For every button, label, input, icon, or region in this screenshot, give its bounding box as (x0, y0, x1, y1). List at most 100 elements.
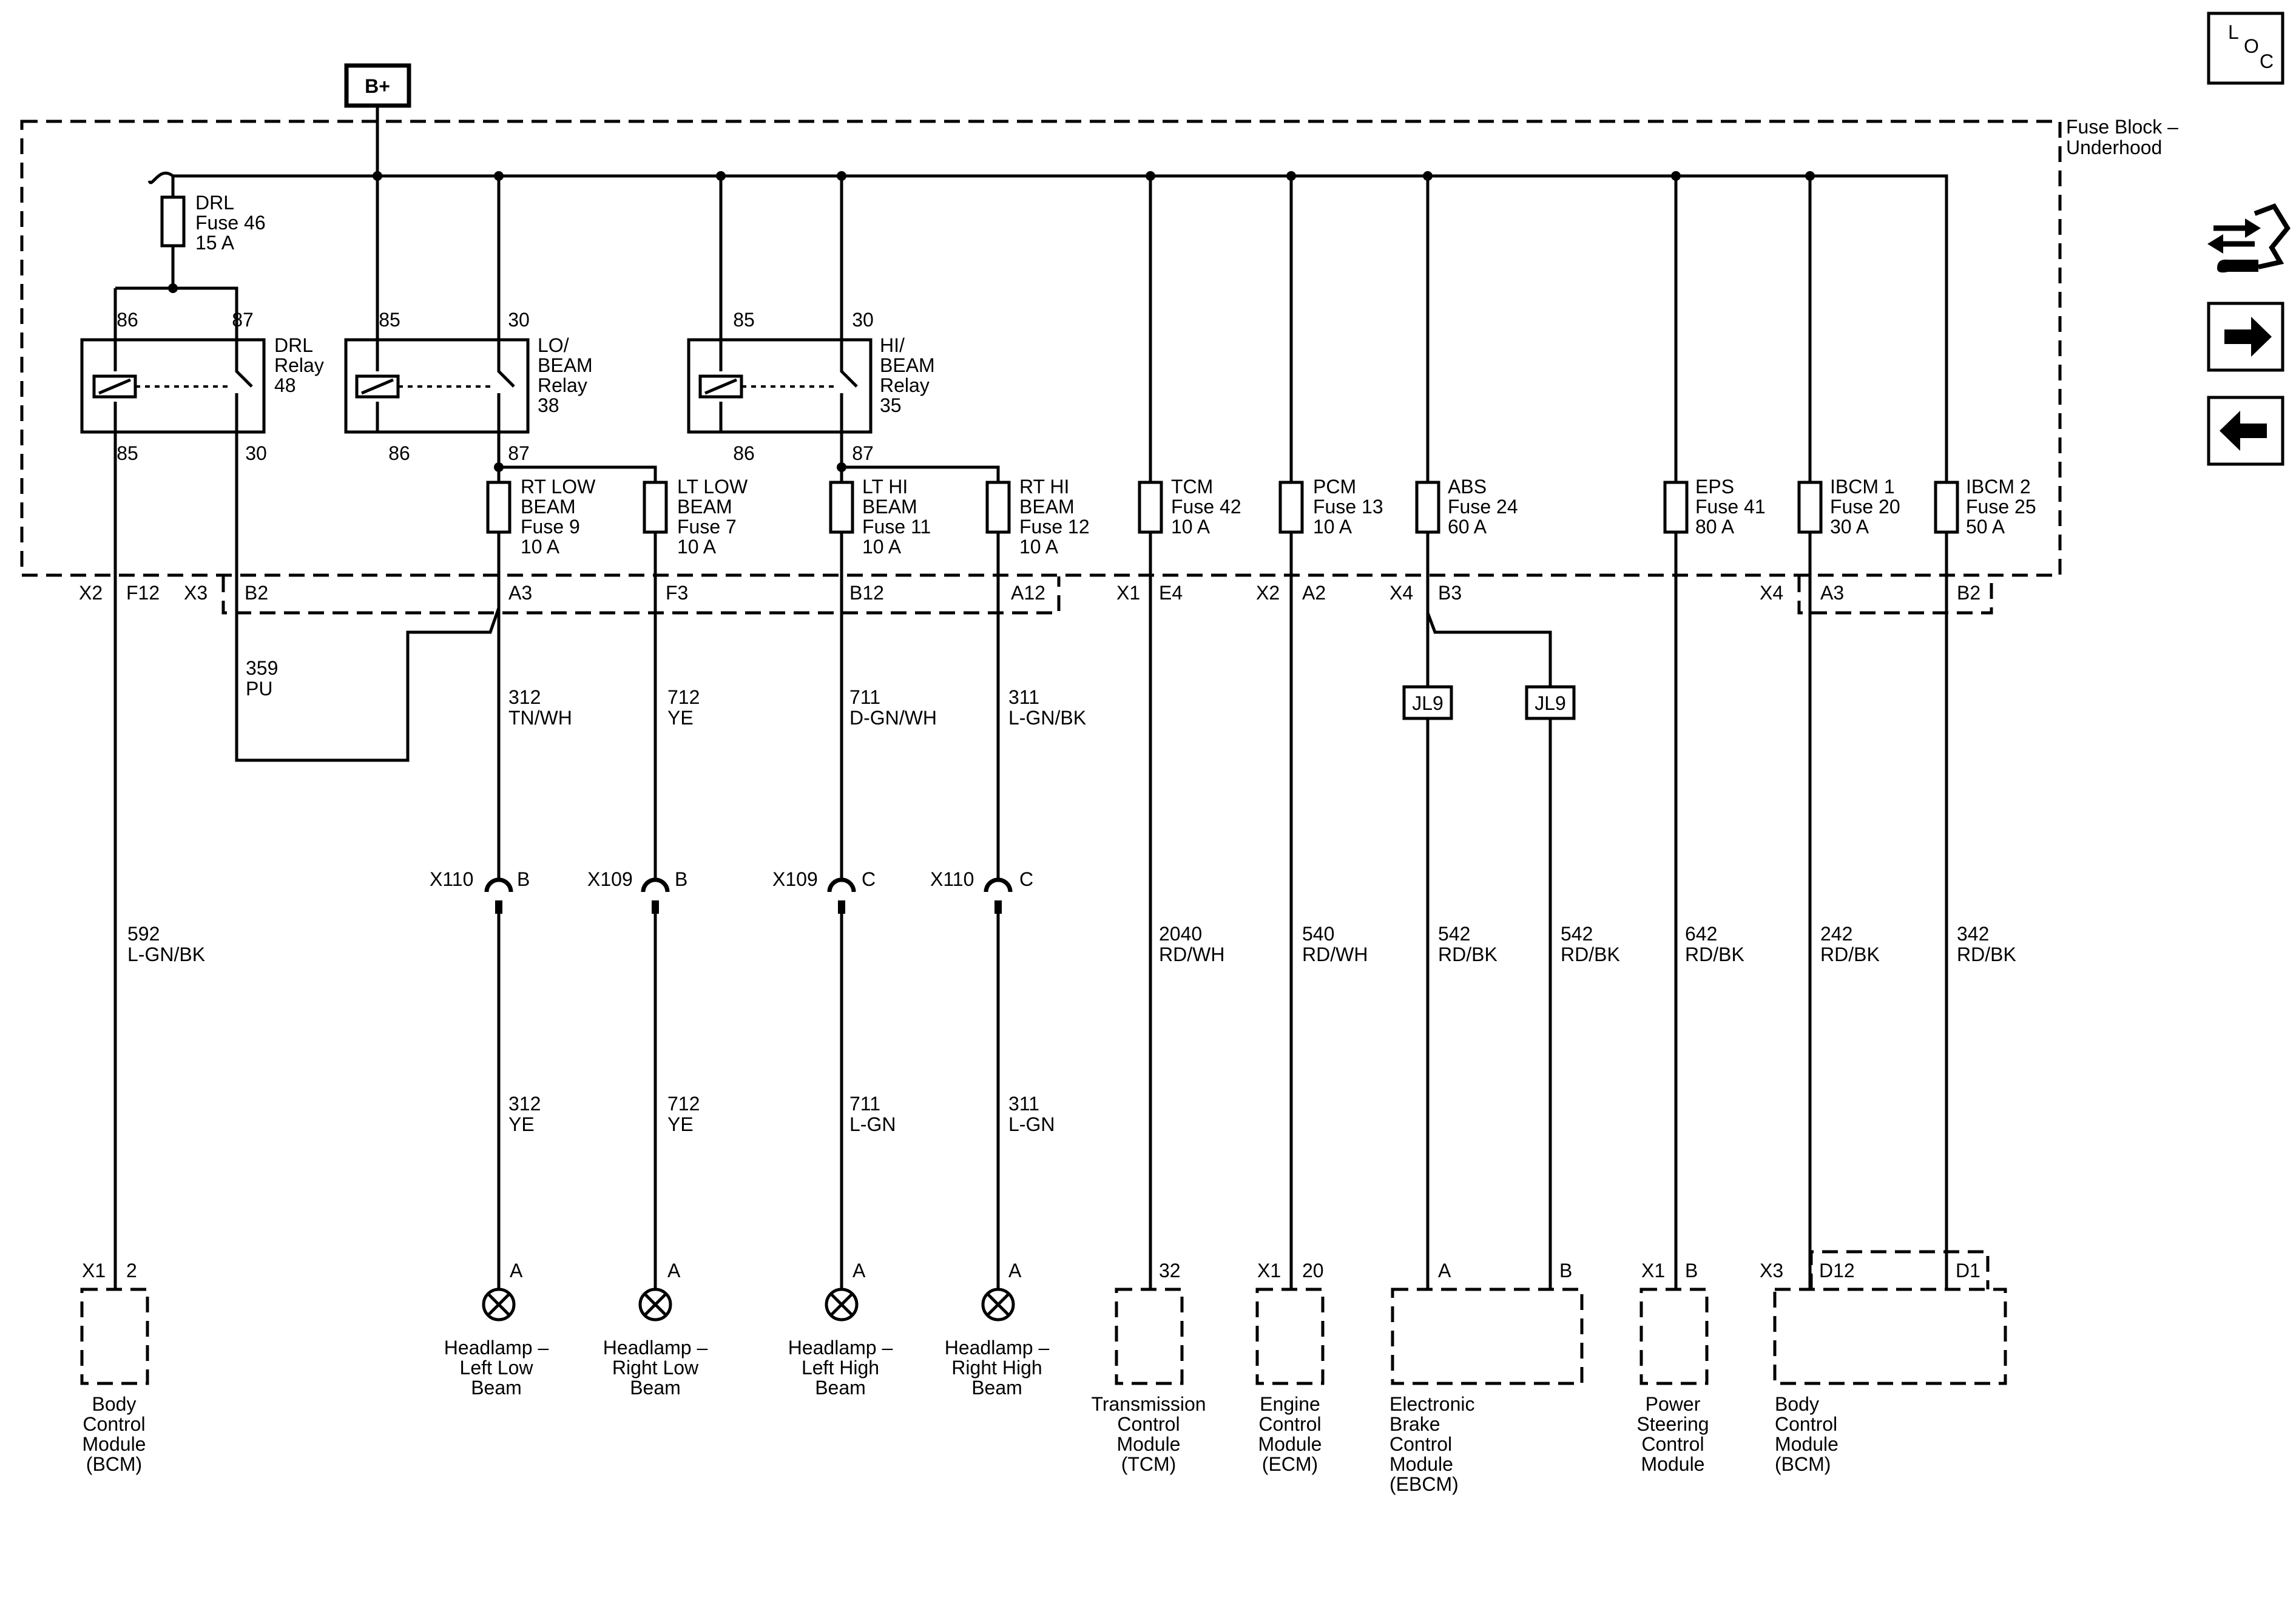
hi-relay-label: BEAM (880, 354, 935, 376)
splice-label: JL9 (1412, 692, 1443, 714)
lamp-pin: A (510, 1260, 523, 1281)
module-label: Control (1258, 1413, 1321, 1435)
module-connector: X1 (1641, 1260, 1665, 1281)
lamp-cross (829, 1292, 854, 1317)
drl-relay-label: DRL (274, 334, 313, 356)
fuse-label: RT HI (1019, 476, 1069, 498)
fuse-label: Fuse 42 (1171, 496, 1241, 518)
fuse-abs: ABS Fuse 24 60 A (1415, 476, 1518, 538)
fuse-label: Fuse 24 (1448, 496, 1518, 518)
module-label: Control (1775, 1413, 1837, 1435)
drl-relay-pin: 85 (116, 442, 138, 464)
hi-relay-label: 35 (880, 394, 902, 416)
schematic-diagnostic-icon[interactable] (2207, 203, 2291, 273)
fuse-label: 60 A (1448, 516, 1487, 538)
wrench-shape (2217, 259, 2258, 273)
fuse-label: 10 A (1171, 516, 1210, 538)
hi-relay-label: Relay (880, 374, 930, 396)
loc-button[interactable]: L O C (2207, 12, 2284, 85)
fuse-label: Fuse 12 (1019, 516, 1090, 538)
ebcm-module-outline (1391, 1288, 1584, 1385)
wire-label: 711 (849, 1093, 880, 1115)
connector-pin-label: B (675, 868, 687, 890)
splice-label: JL9 (1535, 692, 1566, 714)
fuse-label: 10 A (677, 536, 717, 558)
lo-relay-coil-mark (361, 378, 394, 395)
drl-relay-feed (115, 286, 238, 340)
lo-relay-label: Relay (538, 374, 587, 396)
module-label: Control (1389, 1433, 1452, 1455)
fuse-label: 10 A (1019, 536, 1059, 558)
module-label: Module (1258, 1433, 1322, 1455)
connector-label: X4 (1760, 582, 1783, 604)
fuse-label: BEAM (677, 496, 732, 518)
module-label: (BCM) (1775, 1453, 1831, 1475)
lo-relay-label: 38 (538, 394, 559, 416)
wire-label: 542 (1438, 923, 1470, 945)
module-label: Module (1641, 1453, 1705, 1475)
fuse-rt-low-beam: RT LOW BEAM Fuse 9 10 A (486, 476, 596, 558)
connector-label: A3 (1820, 582, 1844, 604)
fuse-pcm: PCM Fuse 13 10 A (1278, 476, 1383, 538)
fuse-label: EPS (1695, 476, 1734, 498)
hi-relay-label: HI/ (880, 334, 905, 356)
lamp-label: Left Low (460, 1357, 534, 1379)
wire-label: RD/WH (1302, 944, 1368, 965)
connector-pin-label: C (862, 868, 876, 890)
module-label: Module (1117, 1433, 1181, 1455)
wire-label: PU (246, 678, 272, 700)
fuse-ibcm2: IBCM 2 Fuse 25 50 A (1934, 476, 2036, 538)
x3-module-connector-outline (1809, 1250, 1990, 1289)
lamp-label: Left High (802, 1357, 879, 1379)
wire-label: YE (667, 707, 694, 729)
loc-letter: C (2260, 50, 2274, 72)
wire-label: 311 (1008, 686, 1039, 708)
hi-relay-coil-mark (704, 378, 737, 395)
arrow-right-icon[interactable] (2207, 302, 2284, 372)
hi-relay-output (840, 432, 1000, 482)
fuse-label: IBCM 2 (1966, 476, 2031, 498)
lo-output-node (494, 462, 504, 472)
fuse-label: LT LOW (677, 476, 748, 498)
fuse-label: PCM (1313, 476, 1356, 498)
wire-label: 542 (1561, 923, 1593, 945)
fuse-label: Fuse 9 (521, 516, 580, 538)
arrow-heads (2207, 218, 2261, 254)
loc-letter: L (2228, 21, 2239, 43)
fuse-symbol (1415, 481, 1440, 534)
lamp-label: Right High (951, 1357, 1042, 1379)
loc-box[interactable] (2207, 12, 2284, 85)
lamp-label: Headlamp – (603, 1337, 708, 1359)
wire-label: RD/BK (1561, 944, 1620, 965)
wire-label: L-GN (1008, 1113, 1055, 1135)
fuse-label: 10 A (862, 536, 902, 558)
fuse-label: 30 A (1830, 516, 1869, 538)
connector-label: A2 (1302, 582, 1326, 604)
inline-connector-x110-b: X110 B (430, 868, 530, 914)
wire-label: 2040 (1159, 923, 1202, 945)
fuse-label: BEAM (1019, 496, 1075, 518)
fuse-symbol (643, 481, 668, 534)
arrow-left-icon[interactable] (2207, 396, 2284, 466)
lamp-label: Beam (630, 1377, 681, 1399)
connector-label: A3 (508, 582, 532, 604)
wire-label: 312 (508, 1093, 541, 1115)
fuse-eps: EPS Fuse 41 80 A (1663, 476, 1766, 538)
lamp-label: Right Low (612, 1357, 699, 1379)
connector-label: X3 (184, 582, 208, 604)
drl-relay-label: Relay (274, 354, 324, 376)
outline-shape (2254, 203, 2291, 269)
lamp-pin: A (1008, 1260, 1022, 1281)
fuse-symbol (985, 481, 1011, 534)
module-pin: 32 (1159, 1260, 1181, 1281)
module-label: Brake (1389, 1413, 1440, 1435)
ecm-module-outline (1255, 1288, 1325, 1385)
bus-break-mark (147, 171, 174, 184)
module-label: Electronic (1389, 1393, 1475, 1415)
drl-fuse-label: Fuse 46 (195, 212, 266, 234)
lamp-label: Headlamp – (788, 1337, 893, 1359)
module-label: Engine (1260, 1393, 1320, 1415)
headlamp-right-low: A Headlamp – Right Low Beam (603, 1260, 708, 1399)
module-pin: 2 (126, 1260, 137, 1281)
drl-fuse-symbol (160, 195, 186, 248)
